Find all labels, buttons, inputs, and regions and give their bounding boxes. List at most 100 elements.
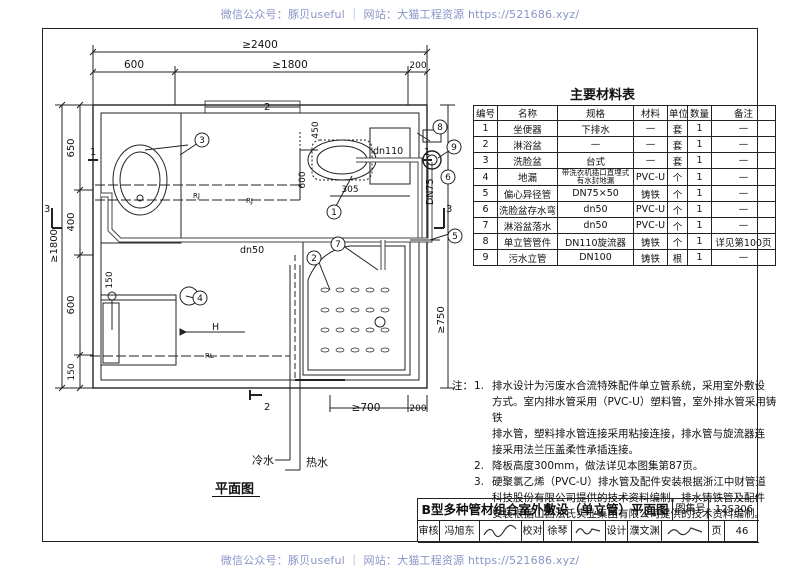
header-cell: 材料 (633, 105, 668, 121)
callout-3 (194, 132, 210, 148)
watermark-top: 微信公众号：豚贝useful ｜ 网站：大猫工程资源 https://52168… (220, 8, 580, 21)
table-cell: — (633, 120, 668, 137)
callout-5-label: 5 (452, 232, 458, 242)
callout-9-label: 9 (451, 143, 457, 153)
dim-left-600: 600 (66, 295, 77, 314)
label-rj2: RJ (246, 197, 253, 205)
callout-7 (330, 236, 346, 252)
table-cell: — (711, 185, 776, 202)
section-3-right: 3 (446, 204, 452, 215)
section-2-top: 2 (264, 102, 270, 113)
dim-top-total: ≥2400 (242, 39, 278, 51)
callout-7-label: 7 (335, 240, 341, 250)
dim-bottom-700: ≥700 (352, 402, 381, 414)
table-cell: — (711, 136, 776, 153)
table-cell: — (711, 120, 776, 137)
header-cell: 备注 (711, 105, 776, 121)
dim-305: 305 (341, 185, 358, 195)
table-cell: 2 (473, 136, 498, 153)
table-cell: 套 (667, 120, 688, 137)
table-cell: 7 (473, 217, 498, 234)
plan-title: 平面图 (215, 482, 255, 497)
drawing-title: B型多种管材组合室外敷设（单立管）平面图 (418, 499, 673, 521)
table-cell: 9 (473, 249, 498, 266)
signature-icon (482, 524, 516, 538)
table-cell: 详见第100页 (711, 233, 776, 250)
callout-5 (447, 228, 463, 244)
label-dn75: DN75 (425, 178, 436, 205)
drawing-frame (42, 28, 758, 542)
table-cell: 洗脸盆存水弯 (497, 201, 558, 218)
label-dn50: dn50 (240, 245, 264, 256)
callout-9 (446, 139, 462, 155)
note-number: 2. (474, 460, 485, 472)
table-cell: 1 (687, 233, 712, 250)
table-cell: — (711, 249, 776, 266)
dim-top-right: 200 (409, 61, 426, 71)
note-1: 注： 1. 排水设计为污废水合流特殊配件单立管系统，采用室外敷设 方式。室内排水… (452, 378, 782, 458)
table-cell: 1 (687, 201, 712, 218)
table-cell: — (633, 152, 668, 169)
dim-vert-150: 150 (105, 271, 115, 288)
table-cell: 8 (473, 233, 498, 250)
table-cell: 洗脸盆 (497, 152, 558, 169)
table-cell: 3 (473, 152, 498, 169)
table-cell: 1 (687, 249, 712, 266)
table-cell: PVC-U (633, 201, 668, 218)
callout-8-label: 8 (437, 123, 443, 133)
check-label: 校对 (522, 521, 544, 543)
signature-icon (574, 528, 600, 535)
reviewer-name: 冯旭东 (440, 521, 480, 543)
atlas-number: 12S306 (709, 499, 759, 521)
table-cell: 4 (473, 168, 498, 186)
section-2-bottom: 2 (264, 402, 270, 413)
table-cell: 套 (667, 136, 688, 153)
review-label: 审核 (418, 521, 440, 543)
table-cell: 个 (667, 201, 688, 218)
label-dn110: dn110 (373, 146, 403, 157)
label-rj1: RJ (193, 192, 200, 200)
table-cell: — (557, 136, 634, 153)
table-cell: PVC-U (633, 168, 668, 186)
note-2: 2. 降板高度300mm，做法详见本图集第87页。 (452, 458, 782, 474)
dim-left-total: ≥1800 (49, 229, 60, 263)
atlas-label: 图集号 (673, 499, 709, 521)
table-cell: DN100 (557, 249, 634, 266)
header-cell: 名称 (497, 105, 558, 121)
table-cell: DN75×50 (557, 185, 634, 202)
table-cell: 个 (667, 168, 688, 186)
dim-bottom-200: 200 (409, 404, 426, 414)
dim-right-750: ≥750 (436, 306, 447, 333)
table-cell: 个 (667, 185, 688, 202)
table-cell: 淋浴盆 (497, 136, 558, 153)
materials-header-row: 编号 名称 规格 材料 单位 数量 备注 (473, 105, 776, 121)
header-cell: 编号 (473, 105, 498, 121)
signature-icon (667, 527, 703, 536)
table-cell: dn50 (557, 201, 634, 218)
materials-title: 主要材料表 (570, 88, 636, 103)
note-line: 排水设计为污废水合流特殊配件单立管系统，采用室外敷设 (492, 380, 765, 392)
table-cell: — (711, 168, 776, 186)
table-cell: 1 (687, 217, 712, 234)
note-text: 降板高度300mm，做法详见本图集第87页。 (492, 458, 782, 474)
note-line: 方式。室内排水管采用（PVC-U）塑料管，室外排水管采用铸铁 (492, 396, 777, 424)
label-rl: RL (205, 352, 214, 360)
table-cell: 1 (687, 168, 712, 186)
callout-8 (432, 119, 448, 135)
page-label: 页 (709, 521, 725, 543)
callout-4 (192, 290, 208, 306)
dim-right-600: 600 (298, 171, 308, 188)
table-cell: 污水立管 (497, 249, 558, 266)
table-cell: 6 (473, 201, 498, 218)
note-number: 3. (474, 476, 485, 488)
table-cell: DN110旋流器 (557, 233, 634, 250)
callout-6-label: 6 (445, 173, 451, 183)
table-cell: 单立管管件 (497, 233, 558, 250)
table-cell: 5 (473, 185, 498, 202)
